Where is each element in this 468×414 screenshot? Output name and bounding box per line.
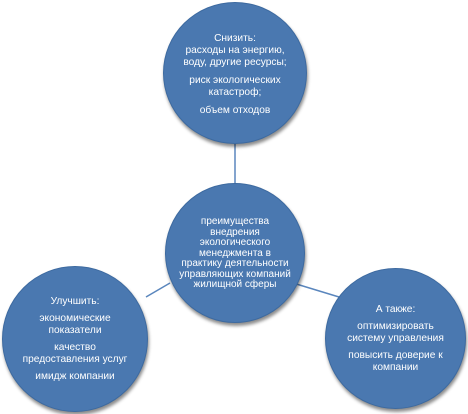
node-also-line: оптимизировать: [357, 320, 434, 332]
node-also-line: компании: [372, 361, 419, 373]
node-improve-line: Улучшить:: [50, 295, 100, 307]
node-improve-line: показатели: [48, 324, 102, 336]
node-reduce-line: объем отходов: [199, 105, 271, 116]
node-reduce-line: риск экологических: [189, 75, 281, 86]
node-improve-line: экономические: [39, 312, 111, 324]
node-also: А также: оптимизировать систему управлен…: [325, 268, 466, 409]
link-center-right: [292, 282, 340, 298]
node-improve-line: имидж компании: [35, 370, 115, 382]
node-improve-line: предоставления услуг: [22, 353, 128, 365]
node-reduce-line: катастроф;: [208, 87, 262, 98]
node-also-line: повысить доверие к: [348, 349, 443, 361]
node-reduce-line: Снизить:: [214, 33, 256, 44]
node-reduce-line: расходы на энергию,: [185, 45, 285, 56]
node-improve: Улучшить: экономические показатели качес…: [2, 266, 148, 412]
node-benefits-line: внедрения: [210, 226, 260, 238]
link-center-left: [145, 282, 171, 298]
node-improve-line: качество: [54, 341, 96, 353]
node-reduce-line: воду, другие ресурсы;: [183, 57, 287, 68]
node-benefits-line: управляющих компаний: [179, 268, 291, 280]
node-benefits-line: практику деятельности: [181, 258, 289, 270]
node-benefits: преимущества внедрения экологического ме…: [165, 183, 305, 323]
node-benefits-line: экологического: [199, 237, 271, 249]
node-also-line: А также:: [375, 303, 416, 315]
node-benefits-line: менеджмента в: [199, 247, 271, 259]
node-benefits-line: жилищной сферы: [193, 279, 277, 291]
node-reduce: Снизить: расходы на энергию, воду, други…: [163, 2, 307, 144]
node-also-line: систему управления: [347, 332, 444, 344]
node-benefits-line: преимущества: [200, 216, 270, 228]
